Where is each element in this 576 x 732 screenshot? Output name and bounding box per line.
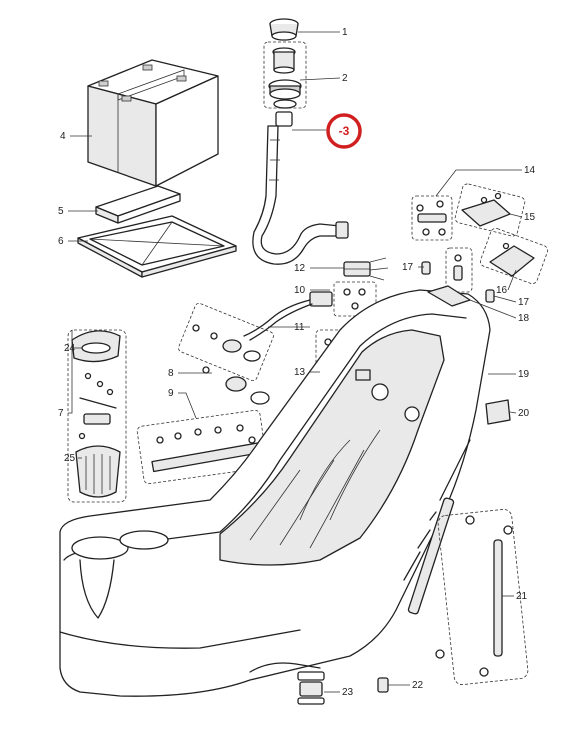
handle-24	[71, 330, 121, 363]
label-20: 20	[518, 408, 530, 419]
label-7: 7	[58, 408, 64, 419]
spacer-bar	[95, 185, 181, 224]
main-housing	[59, 289, 491, 697]
screw-22	[377, 677, 389, 693]
label-24: 24	[64, 343, 76, 354]
label-4: 4	[60, 131, 66, 142]
leader-lines	[68, 31, 523, 693]
label-16: 16	[496, 285, 508, 296]
screw-17a	[421, 261, 431, 275]
drain-valve	[268, 47, 302, 109]
latch-16	[489, 242, 535, 277]
label-19: 19	[518, 369, 530, 380]
highlight-ring	[326, 113, 362, 149]
label-5: 5	[58, 206, 64, 217]
label-23: 23	[342, 687, 354, 698]
wheel-set-8	[192, 324, 270, 405]
hinge-14	[416, 200, 447, 236]
cable-11	[243, 299, 313, 341]
connector-10	[309, 288, 366, 310]
label-9: 9	[168, 388, 174, 399]
label-2: 2	[342, 73, 348, 84]
battery-box	[87, 59, 219, 187]
label-plate-20	[485, 399, 511, 425]
drain-hose	[252, 111, 349, 265]
label-15: 15	[524, 212, 536, 223]
highlight-label: -3	[339, 124, 350, 138]
tray-frame	[77, 215, 237, 278]
part-labels: 1 2 4 5 6 7 8 9 10 11 12 13 14 15 16 17 …	[58, 27, 536, 698]
hardware-7	[78, 372, 117, 440]
label-21: 21	[516, 591, 528, 602]
drain-cap	[269, 18, 299, 41]
label-14: 14	[524, 165, 536, 176]
label-25: 25	[64, 453, 76, 464]
label-11: 11	[294, 322, 305, 333]
highlighted-callout: -3	[326, 113, 362, 149]
side-rail-21	[435, 515, 513, 677]
label-1: 1	[342, 27, 348, 38]
screw-17b	[485, 289, 495, 303]
filter-basket-25	[75, 445, 121, 498]
label-22: 22	[412, 680, 424, 691]
label-13: 13	[294, 367, 306, 378]
latch-15	[461, 192, 511, 227]
label-17a: 17	[402, 262, 414, 273]
label-18: 18	[518, 313, 530, 324]
label-17b: 17	[518, 297, 530, 308]
label-10: 10	[294, 285, 306, 296]
label-8: 8	[168, 368, 174, 379]
pin-set	[453, 254, 463, 281]
caster-23	[297, 671, 325, 705]
bracket-12	[343, 257, 389, 281]
label-12: 12	[294, 263, 306, 274]
label-6: 6	[58, 236, 64, 247]
